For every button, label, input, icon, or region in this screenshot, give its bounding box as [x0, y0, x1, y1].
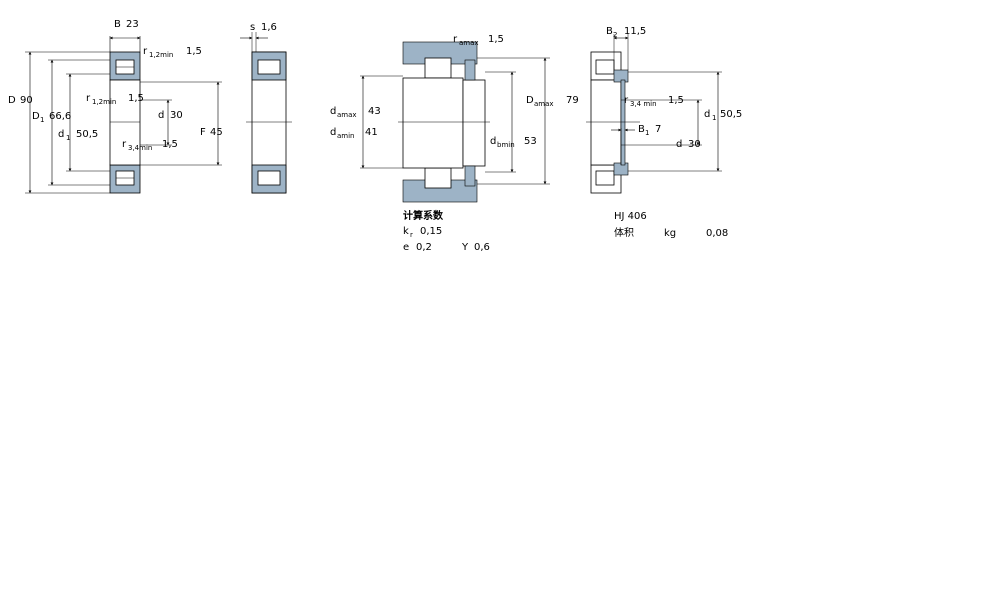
svg-text:66,6: 66,6 — [49, 111, 71, 122]
svg-text:B: B — [114, 19, 121, 30]
lower-section — [109, 164, 141, 194]
svg-text:D: D — [526, 95, 534, 106]
svg-text:2: 2 — [613, 31, 617, 39]
svg-text:d: d — [330, 127, 336, 138]
svg-text:bmin: bmin — [497, 141, 515, 149]
svg-text:s: s — [250, 22, 255, 33]
ring-info: HJ 406 体积 kg 0,08 — [614, 211, 728, 239]
svg-text:r: r — [624, 95, 629, 106]
svg-text:d: d — [490, 136, 496, 147]
svg-text:r: r — [143, 46, 148, 57]
ring-view — [586, 34, 722, 194]
svg-text:r: r — [410, 231, 413, 239]
d-ring-label: d 30 — [676, 139, 701, 150]
svg-text:amax: amax — [459, 39, 479, 47]
s-label: s 1,6 — [250, 22, 277, 33]
B-label: B 23 — [114, 19, 139, 30]
d1-label: d 1 50,5 — [58, 129, 98, 142]
svg-text:d: d — [330, 106, 336, 117]
svg-text:amax: amax — [337, 111, 357, 119]
svg-text:1,5: 1,5 — [186, 46, 202, 57]
svg-text:d: d — [676, 139, 682, 150]
svg-text:1: 1 — [66, 134, 70, 142]
svg-text:43: 43 — [368, 106, 381, 117]
svg-text:79: 79 — [566, 95, 579, 106]
svg-text:Y: Y — [461, 242, 469, 253]
svg-text:B: B — [638, 124, 645, 135]
Damax-label: D amax 79 — [526, 95, 579, 108]
svg-text:1,2min: 1,2min — [92, 98, 116, 106]
svg-text:1,5: 1,5 — [128, 93, 144, 104]
svg-text:d: d — [704, 109, 710, 120]
B1-label: B 1 7 — [638, 124, 661, 137]
svg-text:53: 53 — [524, 136, 537, 147]
svg-text:amin: amin — [337, 132, 355, 140]
svg-text:d: d — [158, 110, 164, 121]
svg-text:1: 1 — [712, 114, 716, 122]
svg-text:1,2min: 1,2min — [149, 51, 173, 59]
designation: HJ 406 — [614, 211, 647, 222]
svg-text:23: 23 — [126, 19, 139, 30]
bearing-section-view — [25, 36, 222, 194]
svg-text:amax: amax — [534, 100, 554, 108]
svg-text:0,2: 0,2 — [416, 242, 432, 253]
svg-text:F: F — [200, 127, 206, 138]
D-label: D 90 — [8, 95, 33, 106]
svg-text:r: r — [86, 93, 91, 104]
r34-ring-label: r 3,4 min 1,5 — [624, 95, 684, 108]
mass-unit: kg — [664, 228, 676, 239]
svg-text:41: 41 — [365, 127, 378, 138]
svg-text:30: 30 — [688, 139, 701, 150]
mounting-view — [360, 41, 550, 203]
mass-value: 0,08 — [706, 228, 728, 239]
d-label: d 30 — [158, 110, 183, 121]
d1-ring-label: d 1 50,5 — [704, 109, 742, 122]
damax-label: d amax 43 — [330, 106, 381, 119]
B2-label: B 2 11,5 — [606, 26, 646, 39]
svg-text:k: k — [403, 226, 409, 237]
svg-text:0,15: 0,15 — [420, 226, 442, 237]
mass-label: 体积 — [614, 227, 634, 239]
svg-text:1: 1 — [40, 116, 44, 124]
svg-text:7: 7 — [655, 124, 661, 135]
svg-text:3,4 min: 3,4 min — [630, 100, 657, 108]
svg-text:1,5: 1,5 — [488, 34, 504, 45]
svg-text:90: 90 — [20, 95, 33, 106]
svg-text:D: D — [32, 111, 40, 122]
svg-text:30: 30 — [170, 110, 183, 121]
D1-label: D 1 66,6 — [32, 111, 71, 124]
dbmin-label: d bmin 53 — [490, 136, 537, 149]
side-section-view — [240, 32, 292, 194]
svg-text:3,4min: 3,4min — [128, 144, 152, 152]
svg-text:50,5: 50,5 — [720, 109, 742, 120]
svg-text:r: r — [453, 34, 458, 45]
calc-title: 计算系数 — [403, 209, 444, 222]
svg-text:45: 45 — [210, 127, 223, 138]
svg-text:50,5: 50,5 — [76, 129, 98, 140]
ramax-label: r amax 1,5 — [453, 34, 504, 47]
svg-text:d: d — [58, 129, 64, 140]
upper-section — [109, 51, 141, 81]
svg-text:1,6: 1,6 — [261, 22, 277, 33]
svg-text:11,5: 11,5 — [624, 26, 646, 37]
svg-text:1,5: 1,5 — [668, 95, 684, 106]
damin-label: d amin 41 — [330, 127, 378, 140]
r34-label: r 3,4min 1,5 — [122, 139, 178, 152]
svg-text:1: 1 — [645, 129, 649, 137]
F-label: F 45 — [200, 127, 223, 138]
r12-top-label: r 1,2min 1,5 — [143, 46, 202, 59]
r12-mid-label: r 1,2min 1,5 — [86, 93, 144, 106]
svg-text:e: e — [403, 242, 409, 253]
svg-text:r: r — [122, 139, 127, 150]
svg-text:B: B — [606, 26, 613, 37]
svg-text:D: D — [8, 95, 16, 106]
calc-factors: 计算系数 k r 0,15 e 0,2 Y 0,6 — [403, 209, 490, 253]
svg-text:1,5: 1,5 — [162, 139, 178, 150]
svg-text:0,6: 0,6 — [474, 242, 490, 253]
